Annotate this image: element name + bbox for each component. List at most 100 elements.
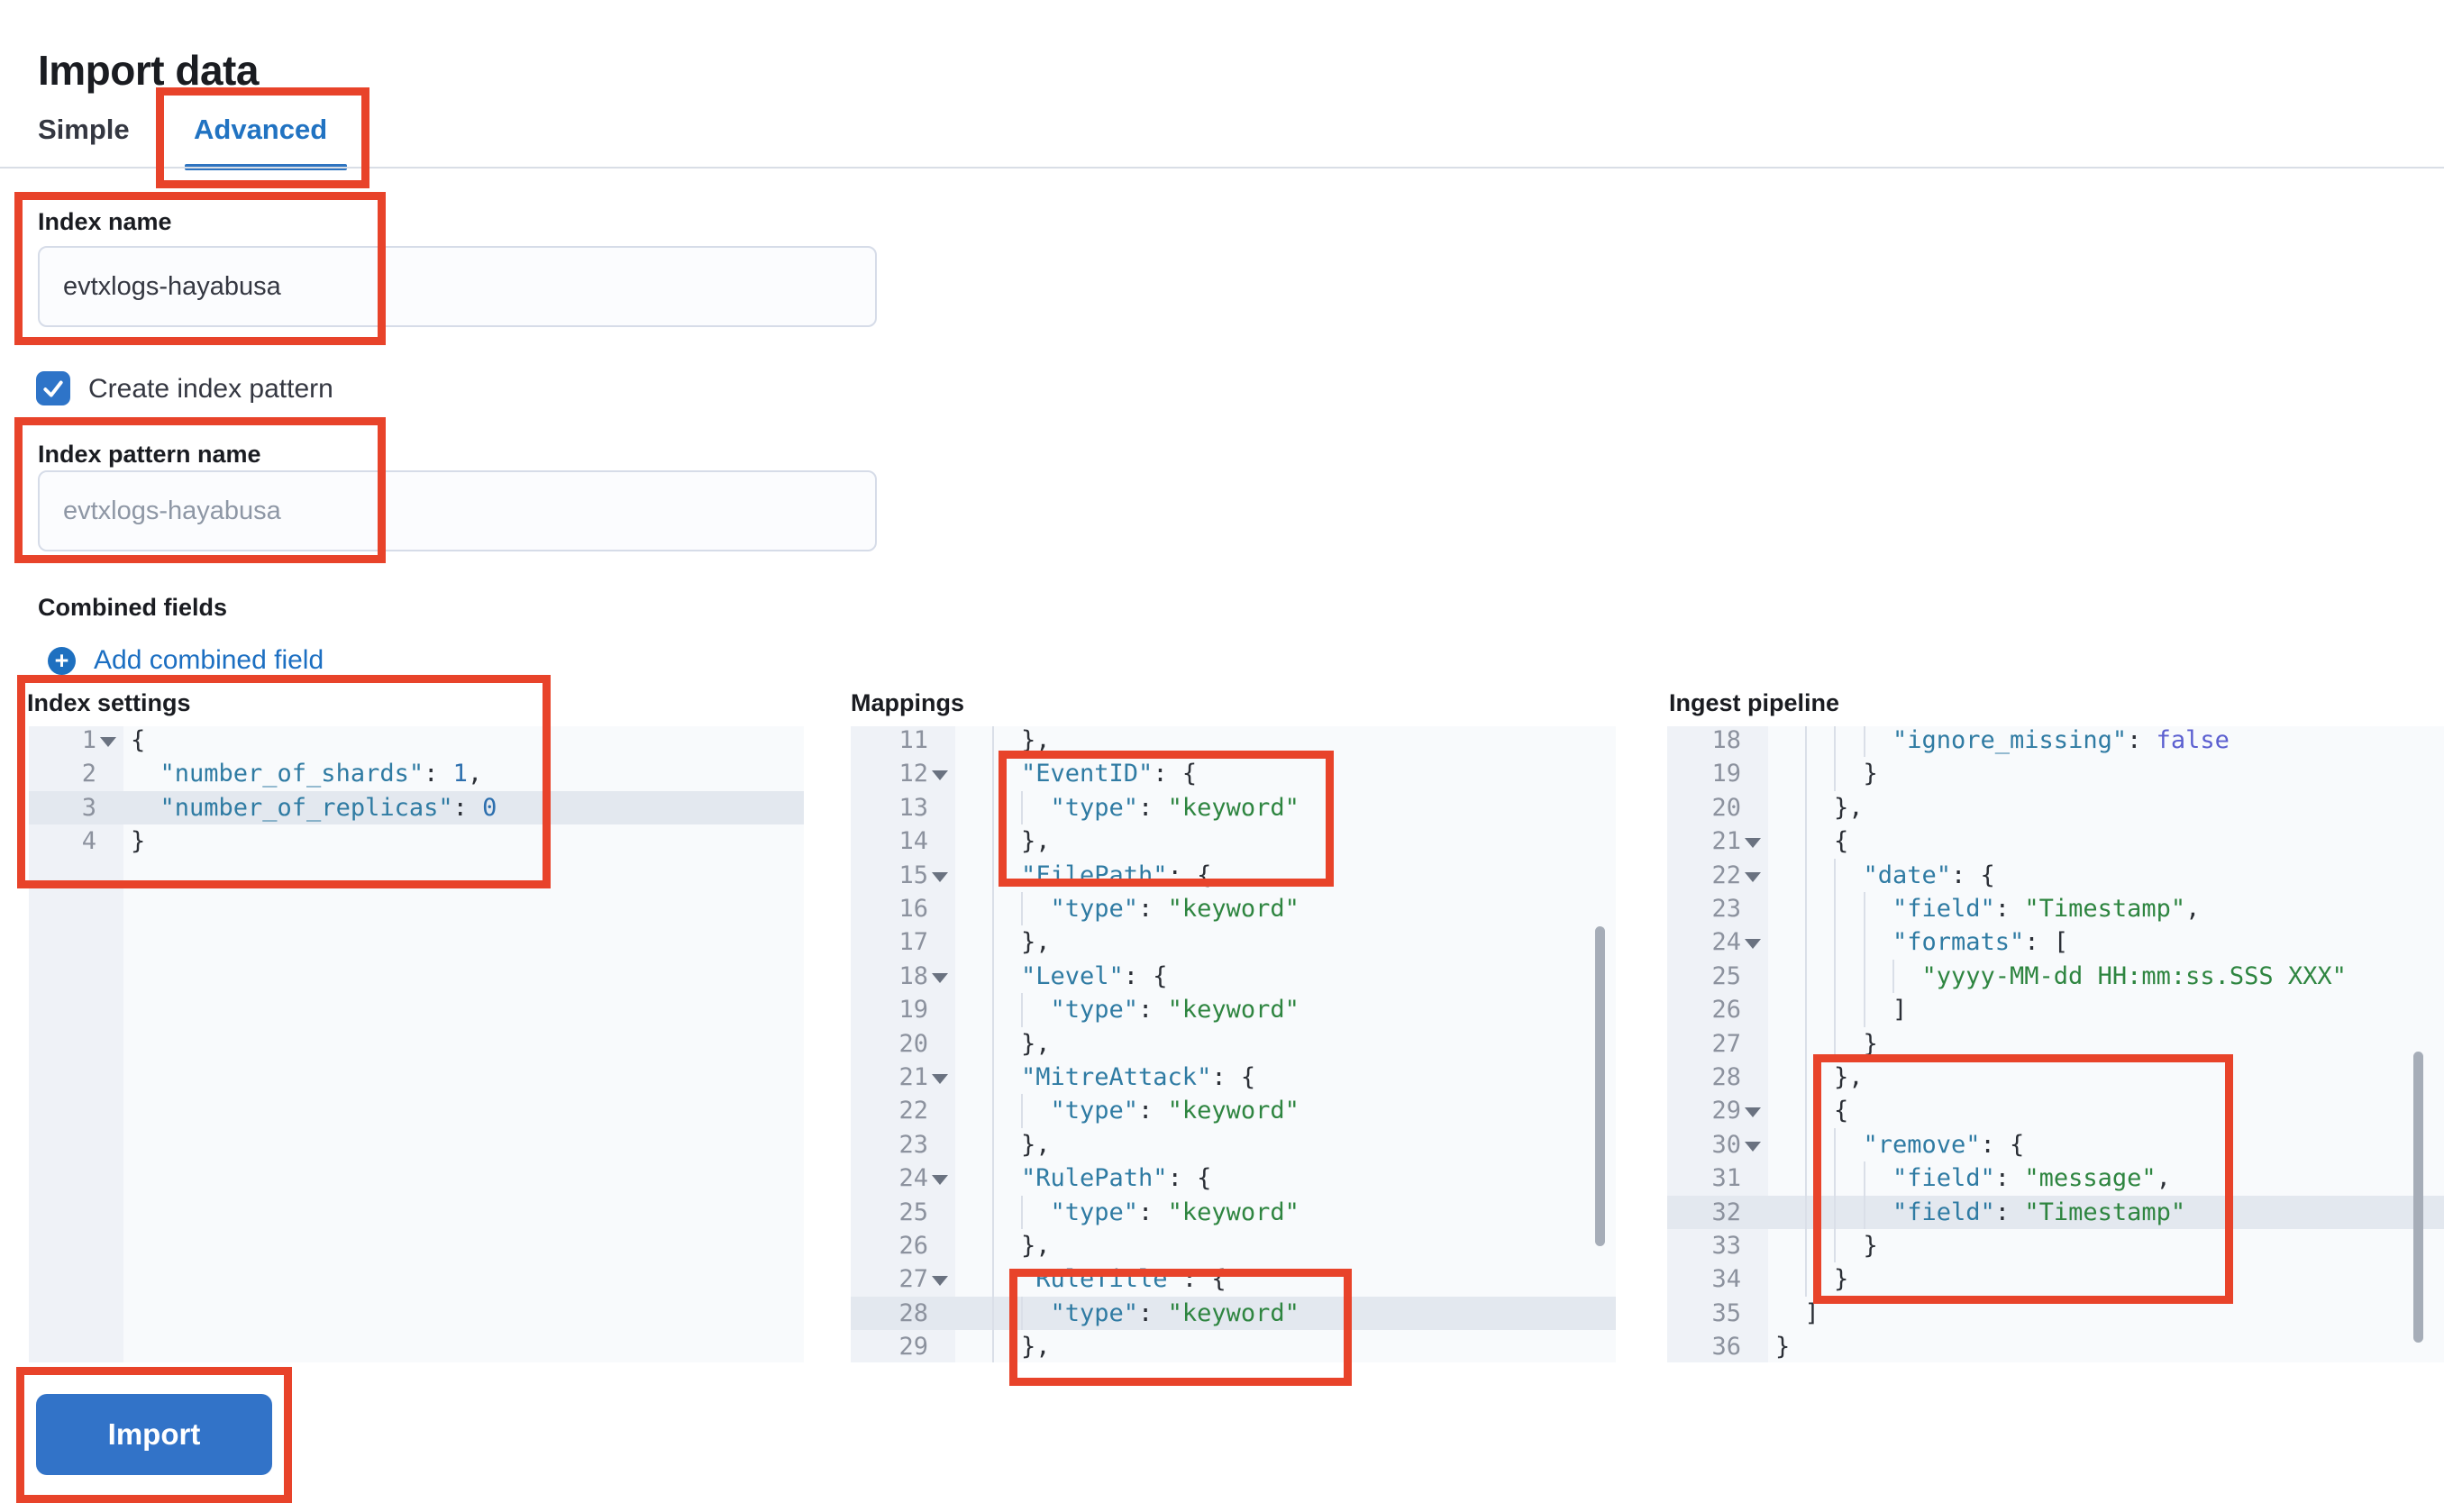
fold-caret-icon[interactable] xyxy=(1745,838,1761,849)
indent-guide-icon xyxy=(991,1161,994,1196)
index-name-label: Index name xyxy=(38,208,172,235)
fold-caret-icon[interactable] xyxy=(1745,1141,1761,1152)
active-line-highlight xyxy=(29,790,804,825)
indent-guide-icon xyxy=(1021,892,1023,926)
line-number: 1 xyxy=(81,726,96,754)
indent-guide-icon xyxy=(991,726,994,758)
indent-guide-icon xyxy=(1804,1061,1807,1095)
add-combined-field-button[interactable]: + Add combined field xyxy=(48,645,324,676)
line-number: 34 xyxy=(1711,1265,1741,1294)
indent-guide-icon xyxy=(1804,726,1807,758)
line-number: 19 xyxy=(1711,760,1741,788)
line-number: 16 xyxy=(898,895,928,923)
fold-caret-icon[interactable] xyxy=(932,1276,948,1287)
indent-guide-icon xyxy=(1804,959,1807,994)
line-number: 21 xyxy=(1711,827,1741,856)
fold-caret-icon[interactable] xyxy=(932,1074,948,1084)
code-line: "remove": { xyxy=(1863,1130,2025,1159)
line-number: 25 xyxy=(1711,961,1741,990)
indent-guide-icon xyxy=(1804,757,1807,791)
code-line: } xyxy=(131,827,146,856)
code-line: }, xyxy=(1021,726,1051,754)
indent-guide-icon xyxy=(1863,1195,1865,1229)
indent-guide-icon xyxy=(1834,858,1836,892)
tabs-divider xyxy=(0,167,2444,169)
fold-caret-icon[interactable] xyxy=(932,871,948,882)
indent-guide-icon xyxy=(1834,1161,1836,1196)
indent-guide-icon xyxy=(1021,790,1023,825)
indent-guide-icon xyxy=(991,1330,994,1362)
indent-guide-icon xyxy=(991,757,994,791)
code-line: "RuleTitle": { xyxy=(1021,1265,1227,1294)
import-button[interactable]: Import xyxy=(36,1394,272,1475)
code-line: "field": "Timestamp", xyxy=(1892,895,2201,923)
line-number: 36 xyxy=(1711,1333,1741,1362)
tab-advanced[interactable]: Advanced xyxy=(194,114,328,145)
index-pattern-name-label: Index pattern name xyxy=(38,441,261,468)
create-index-pattern-checkbox[interactable] xyxy=(36,371,70,405)
code-line: } xyxy=(1775,1333,1791,1362)
code-line: { xyxy=(1834,1097,1849,1125)
code-line: } xyxy=(1863,1029,1878,1058)
indent-guide-icon xyxy=(991,824,994,859)
editor-mappings[interactable]: 11},12"EventID": {13"type": "keyword"14}… xyxy=(851,726,1616,1362)
vertical-scrollbar-thumb[interactable] xyxy=(1595,926,1605,1246)
indent-guide-icon xyxy=(1804,824,1807,859)
indent-guide-icon xyxy=(1804,1229,1807,1263)
fold-caret-icon[interactable] xyxy=(1745,939,1761,950)
fold-caret-icon[interactable] xyxy=(100,737,116,747)
code-line: "EventID": { xyxy=(1021,760,1198,788)
code-line: } xyxy=(1863,760,1878,788)
editor-index-settings[interactable]: 1{2"number_of_shards": 1,3"number_of_rep… xyxy=(29,726,804,1362)
index-pattern-name-input[interactable] xyxy=(38,470,877,551)
line-number: 4 xyxy=(81,827,96,856)
code-line: "ignore_missing": false xyxy=(1892,726,2230,754)
combined-fields-heading: Combined fields xyxy=(38,594,228,621)
code-line: "Level": { xyxy=(1021,961,1168,990)
indent-guide-icon xyxy=(1804,892,1807,926)
line-number: 3 xyxy=(81,793,96,822)
fold-caret-icon[interactable] xyxy=(932,770,948,781)
code-line: "type": "keyword" xyxy=(1050,996,1300,1025)
indent-guide-icon xyxy=(1804,1026,1807,1061)
line-number: 28 xyxy=(1711,1063,1741,1091)
fold-caret-icon[interactable] xyxy=(932,972,948,983)
indent-guide-icon xyxy=(1804,925,1807,960)
code-line: }, xyxy=(1834,793,1864,822)
code-line: { xyxy=(131,726,146,754)
tab-simple[interactable]: Simple xyxy=(38,114,130,145)
code-line: ] xyxy=(1804,1298,1819,1327)
page-title: Import data xyxy=(38,46,259,94)
line-number: 27 xyxy=(1711,1029,1741,1058)
indent-guide-icon xyxy=(1863,959,1865,994)
line-number: 26 xyxy=(898,1232,928,1260)
index-name-input[interactable] xyxy=(38,246,877,327)
code-line: ] xyxy=(1892,996,1908,1025)
fold-caret-icon[interactable] xyxy=(1745,1107,1761,1118)
indent-guide-icon xyxy=(1021,1296,1023,1331)
fold-caret-icon[interactable] xyxy=(932,1175,948,1186)
indent-guide-icon xyxy=(1863,726,1865,758)
line-number: 33 xyxy=(1711,1232,1741,1260)
indent-guide-icon xyxy=(1021,993,1023,1027)
line-number: 14 xyxy=(898,827,928,856)
code-line: "type": "keyword" xyxy=(1050,793,1300,822)
plus-icon: + xyxy=(48,646,76,675)
line-number: 22 xyxy=(898,1097,928,1125)
indent-guide-icon xyxy=(1863,892,1865,926)
code-line: }, xyxy=(1834,1063,1864,1091)
vertical-scrollbar-thumb[interactable] xyxy=(2413,1052,2423,1343)
line-number: 22 xyxy=(1711,861,1741,889)
fold-caret-icon[interactable] xyxy=(1745,871,1761,882)
indent-guide-icon xyxy=(1834,757,1836,791)
indent-guide-icon xyxy=(1834,892,1836,926)
add-combined-field-label: Add combined field xyxy=(94,645,324,675)
code-line: "number_of_replicas": 0 xyxy=(160,793,497,822)
indent-guide-icon xyxy=(991,1026,994,1061)
indent-guide-icon xyxy=(991,858,994,892)
line-number: 11 xyxy=(898,726,928,754)
checkmark-icon xyxy=(41,377,65,400)
line-number: 23 xyxy=(1711,895,1741,923)
code-line: } xyxy=(1863,1232,1878,1260)
